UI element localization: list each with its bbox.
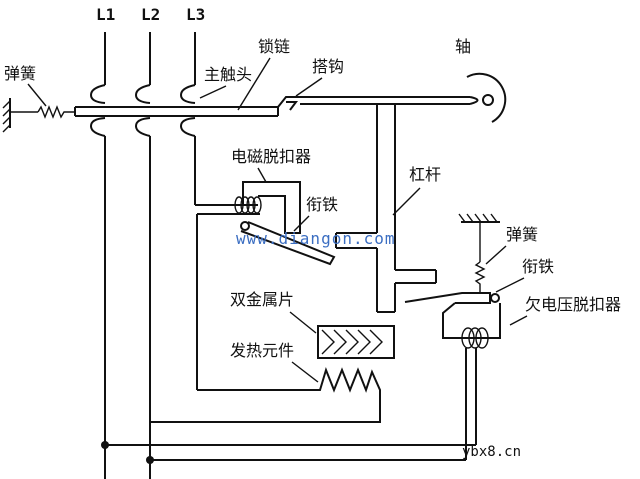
leader-electromagnetic-release: [257, 167, 267, 183]
label-armature-1: 衔铁: [306, 195, 338, 214]
label-heating-element: 发热元件: [230, 341, 294, 360]
label-armature-2: 衔铁: [522, 257, 554, 276]
bimetal-strip: [317, 325, 395, 359]
contact-bar: [74, 106, 278, 117]
phase-lines-bottom: [104, 136, 196, 479]
phase-label-l3: L3: [186, 5, 205, 24]
leader-lever: [392, 187, 421, 216]
leader-bimetal: [289, 311, 317, 334]
label-lock-chain: 锁链: [258, 37, 290, 56]
label-shaft: 轴: [455, 37, 471, 56]
leader-spring-left: [27, 83, 47, 107]
label-hook: 搭钩: [312, 57, 344, 76]
junction-dot-l2: [146, 456, 154, 464]
label-spring-right: 弹簧: [506, 225, 538, 244]
heating-element: [150, 366, 381, 423]
bottom-bus: [101, 441, 476, 464]
leader-main-contact: [199, 85, 227, 99]
phase-lines-top: [104, 32, 196, 85]
leader-heating-element: [291, 361, 319, 383]
lever: [335, 104, 437, 313]
source-mark: ybx8.cn: [462, 444, 521, 460]
watermark: www.diangon.com: [236, 229, 396, 248]
phase-label-l2: L2: [141, 5, 160, 24]
undervoltage-release: [404, 292, 501, 460]
label-spring-left: 弹簧: [4, 64, 36, 83]
electromagnetic-release: [195, 181, 301, 390]
leader-spring-right: [485, 245, 507, 265]
label-undervoltage-release: 欠电压脱扣器: [525, 295, 621, 314]
phase-label-l1: L1: [96, 5, 115, 24]
left-spring: [2, 98, 75, 133]
label-electromagnetic-release: 电磁脱扣器: [231, 147, 311, 166]
main-contacts: [89, 84, 196, 137]
leader-lock-chain: [237, 57, 271, 111]
label-main-contact: 主触头: [204, 65, 252, 84]
top-lever-bar: [300, 96, 479, 105]
armature-1: [240, 221, 336, 266]
lock-chain-link: [277, 96, 300, 116]
shaft: [466, 72, 507, 123]
leader-hook: [295, 77, 323, 97]
right-spring: [458, 213, 500, 292]
label-bimetal: 双金属片: [230, 290, 294, 309]
leader-armature-2: [495, 277, 525, 293]
label-lever: 杠杆: [409, 165, 441, 184]
junction-dot-l1: [101, 441, 109, 449]
leader-undervoltage-release: [509, 315, 528, 326]
leader-armature-1: [293, 215, 310, 232]
